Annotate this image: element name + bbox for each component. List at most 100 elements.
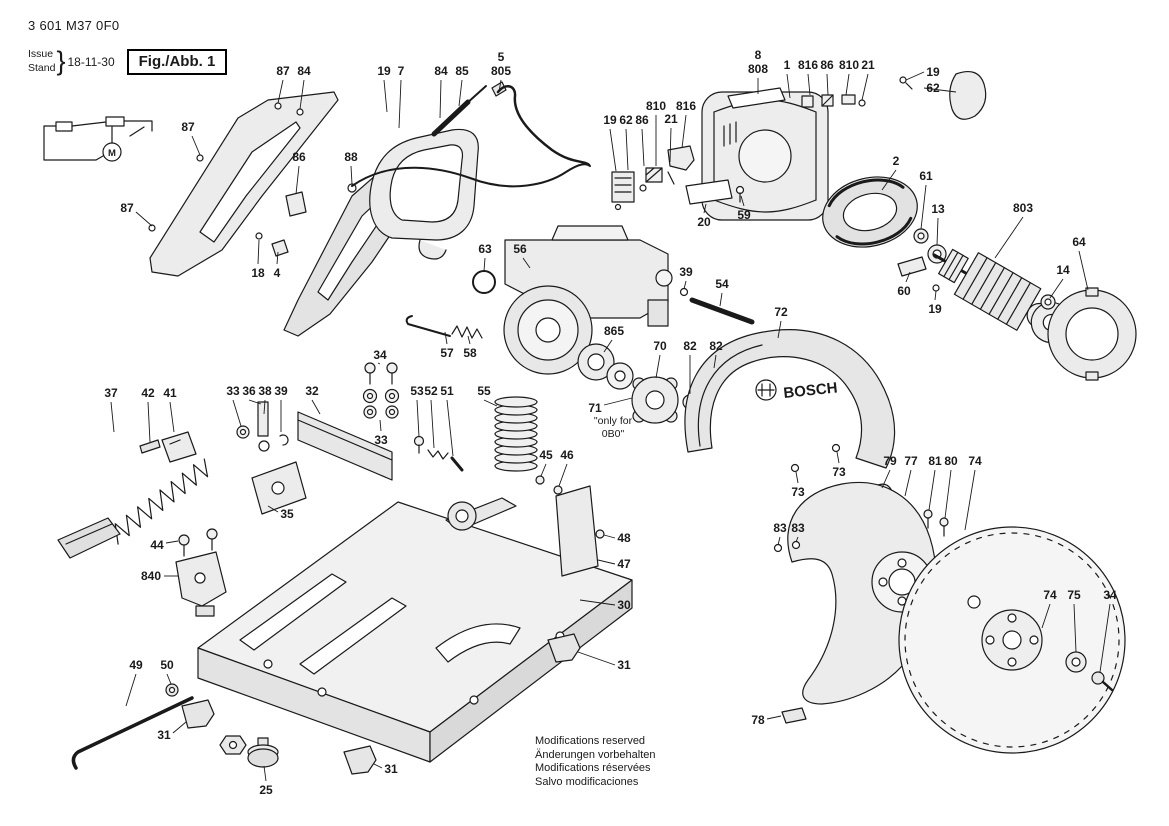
leader-line-78 bbox=[766, 715, 782, 720]
saw-blade-74 bbox=[898, 526, 1126, 754]
nameplate-20 bbox=[685, 179, 733, 205]
leader-line-31 bbox=[373, 763, 383, 769]
leader-line-36 bbox=[248, 399, 262, 405]
leader-line-83 bbox=[777, 536, 781, 546]
leader-line-816 bbox=[807, 73, 811, 96]
leader-line-84 bbox=[439, 79, 442, 119]
leader-line-810 bbox=[845, 73, 850, 96]
leader-line-35 bbox=[267, 505, 279, 513]
variant-note-line2: 0B0" bbox=[601, 428, 625, 441]
issue-stand-labels: Issue Stand bbox=[28, 48, 55, 74]
leader-line-62 bbox=[923, 87, 957, 93]
leader-line-816 bbox=[681, 114, 687, 149]
variant-note: "only for 0B0" bbox=[576, 415, 650, 441]
leader-line-51 bbox=[446, 399, 454, 457]
leader-line-37 bbox=[110, 401, 115, 433]
leader-line-21 bbox=[669, 127, 672, 163]
notice-de: Änderungen vorbehalten bbox=[535, 748, 656, 761]
flange-70 bbox=[631, 376, 679, 424]
leader-line-49 bbox=[125, 673, 137, 707]
wiring-schematic: M bbox=[43, 116, 153, 162]
leader-line-30 bbox=[579, 599, 616, 606]
leader-line-14 bbox=[1049, 278, 1064, 299]
figure-label: Fig./Abb. 1 bbox=[126, 48, 228, 75]
leader-line-25 bbox=[263, 765, 267, 782]
leader-line-32 bbox=[311, 399, 321, 415]
motor-housing bbox=[701, 71, 987, 221]
pin-42-block-41 bbox=[139, 431, 197, 463]
leader-line-42 bbox=[147, 401, 151, 443]
leader-line-2 bbox=[881, 169, 897, 191]
leader-line-53 bbox=[416, 399, 420, 438]
leader-line-71 bbox=[603, 397, 633, 406]
leader-line-7 bbox=[398, 79, 402, 129]
leader-line-47 bbox=[597, 559, 616, 565]
leader-line-74 bbox=[964, 469, 976, 531]
leader-line-62 bbox=[625, 128, 629, 171]
brand-text: BOSCH bbox=[783, 379, 839, 402]
leader-line-57 bbox=[444, 331, 448, 345]
bracket-35 bbox=[251, 461, 307, 515]
feet-31-nut-knob-25 bbox=[181, 633, 581, 775]
issue-date: 18-11-30 bbox=[67, 54, 115, 69]
leader-line-38 bbox=[263, 399, 266, 415]
leader-line-80 bbox=[944, 469, 952, 519]
leader-line-59 bbox=[740, 195, 745, 207]
leader-line-86 bbox=[826, 73, 829, 96]
leader-line-72 bbox=[777, 320, 782, 339]
leader-line-73 bbox=[795, 471, 799, 484]
brace-glyph: } bbox=[56, 46, 66, 76]
leader-line-34 bbox=[377, 362, 381, 365]
leader-line-18 bbox=[257, 239, 260, 265]
hardware-33-36-38-39 bbox=[236, 401, 289, 452]
fan-housing-64 bbox=[1047, 287, 1137, 381]
leader-line-19 bbox=[905, 71, 925, 81]
stand-label: Stand bbox=[28, 61, 56, 74]
spindle-washers-865 bbox=[577, 343, 634, 390]
leader-line-4 bbox=[276, 251, 279, 265]
leader-line-75 bbox=[1073, 603, 1077, 653]
main-handle bbox=[369, 85, 487, 260]
leader-line-803 bbox=[994, 216, 1024, 259]
stator bbox=[822, 176, 918, 248]
base-table-30 bbox=[197, 497, 633, 763]
leader-line-88 bbox=[350, 165, 353, 185]
leader-line-79 bbox=[881, 469, 891, 489]
washer-14 bbox=[1040, 294, 1056, 310]
leader-line-70 bbox=[655, 354, 661, 379]
leader-line-55 bbox=[483, 399, 498, 407]
leader-line-56 bbox=[522, 257, 531, 269]
leader-line-87 bbox=[277, 79, 284, 104]
rod-49-spacer-50 bbox=[71, 683, 194, 770]
notice-es: Salvo modificaciones bbox=[535, 775, 639, 788]
rod-57-spring-58 bbox=[405, 315, 483, 339]
notice-en: Modifications reserved bbox=[535, 735, 646, 747]
part-number: 3 601 M37 0F0 bbox=[28, 18, 120, 33]
leader-line-54 bbox=[719, 292, 723, 307]
bearings-and-clamp bbox=[897, 228, 947, 292]
leader-line-865 bbox=[603, 339, 613, 353]
leader-line-73 bbox=[836, 451, 840, 464]
leader-line-1 bbox=[786, 73, 791, 99]
fence-32 bbox=[297, 411, 393, 481]
power-cord bbox=[351, 81, 591, 188]
title-block: 3 601 M37 0F0 Issue Stand } 18-11-30 Fig… bbox=[28, 18, 228, 77]
gear-housing bbox=[503, 225, 673, 375]
notice-fr: Modifications réservées bbox=[535, 762, 651, 775]
screw-59 bbox=[735, 185, 745, 203]
spring-37 bbox=[57, 458, 209, 559]
screws-44-bracket-840 bbox=[175, 528, 227, 617]
leader-line-31 bbox=[172, 721, 187, 734]
screw-set-34-33 bbox=[362, 362, 400, 419]
leader-line-19 bbox=[609, 128, 617, 172]
leader-line-48 bbox=[603, 534, 616, 539]
leader-line-31 bbox=[577, 651, 616, 666]
variant-note-line1: "only for bbox=[593, 415, 633, 427]
leader-line-52 bbox=[430, 399, 435, 449]
leader-line-84 bbox=[299, 79, 305, 110]
leader-line-64 bbox=[1078, 250, 1089, 291]
leader-line-41 bbox=[169, 401, 175, 433]
